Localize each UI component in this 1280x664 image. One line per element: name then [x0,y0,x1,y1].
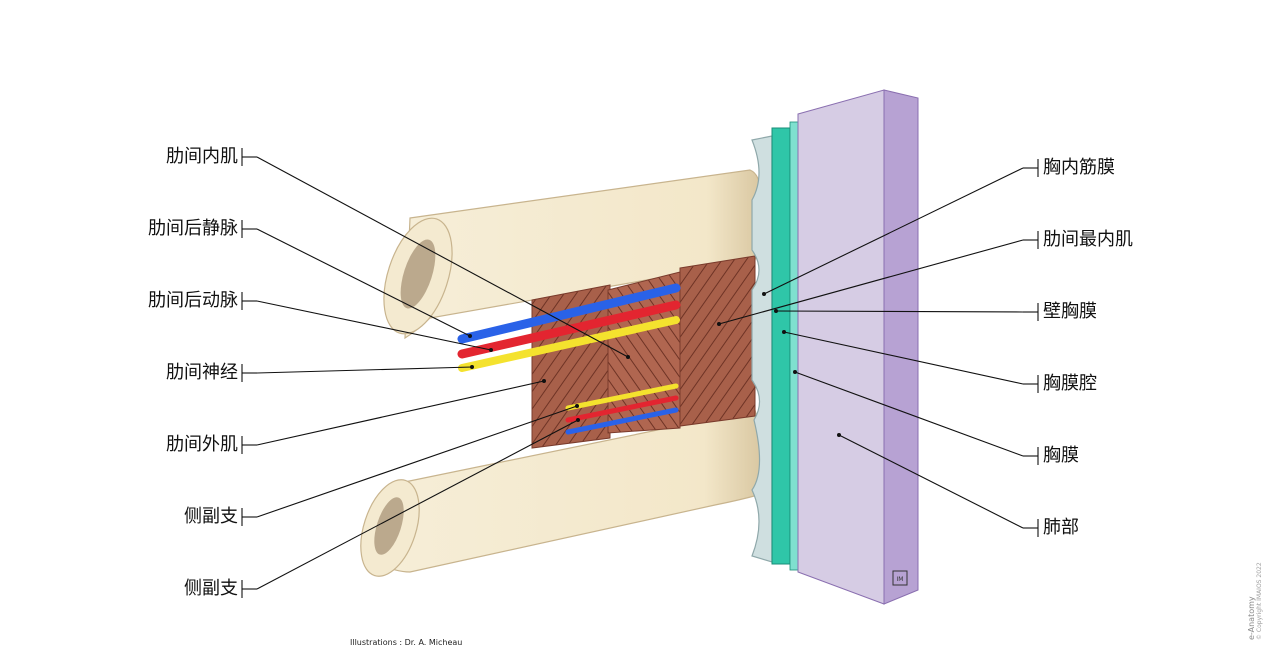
copyright-text: © Copyright IMAIOS 2022 [1256,562,1263,640]
svg-text:IM: IM [897,576,904,583]
collateral-artery [565,395,679,423]
label-innermost-intercostal: 肋间最内肌 [1043,229,1133,250]
innermost-intercostal-muscle [679,255,756,427]
lower-rib [360,409,763,577]
lung [797,89,885,605]
illustration-credit: Illustrations : Dr. A. Micheau [350,638,463,647]
posterior-intercostal-vein [457,283,681,344]
parietal-pleura [771,127,791,565]
collateral-nerve [565,383,679,411]
label-intercostal-nerve: 肋间神经 [166,362,238,383]
brand-watermark: e-Anatomy © Copyright IMAIOS 2022 [1247,562,1263,640]
label-external-intercostal: 肋间外肌 [166,434,238,455]
label-posterior-intercostal-vein: 肋间后静脉 [148,218,238,239]
label-lung: 肺部 [1043,517,1079,538]
imaios-logo: IM [892,570,908,586]
brand-name: e-Anatomy [1247,596,1256,640]
intercostal-nerve [458,316,680,372]
label-pleura: 胸膜 [1043,445,1079,466]
leader-lines-right [718,159,1039,537]
lung-side [883,89,919,605]
label-posterior-intercostal-artery: 肋间后动脉 [148,290,238,311]
label-pleural-cavity: 胸膜腔 [1043,373,1097,394]
collateral-vein [565,407,679,435]
endothoracic-fascia [751,135,773,563]
label-internal-intercostal: 肋间内肌 [166,146,238,167]
leader-dots [468,292,841,437]
upper-rib [383,169,761,340]
label-endothoracic-fascia: 胸内筋膜 [1043,157,1115,178]
leader-lines-left [241,148,629,598]
label-collateral-branch-2: 侧副支 [184,578,238,599]
label-collateral-branch-1: 侧副支 [184,506,238,527]
label-parietal-pleura: 壁胸膜 [1043,301,1097,322]
pleural-cavity [789,121,799,571]
posterior-intercostal-artery [457,300,681,359]
